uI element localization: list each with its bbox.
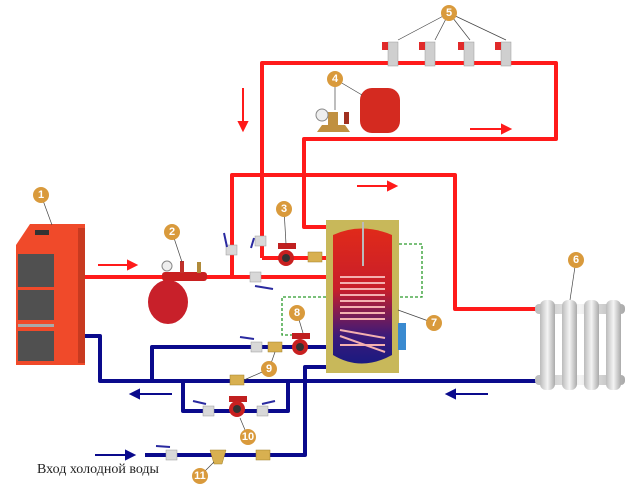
- label-1: 1: [33, 187, 49, 203]
- svg-text:2: 2: [169, 226, 175, 238]
- pump-8: [292, 333, 310, 355]
- label-2: 2: [164, 224, 180, 240]
- svg-text:3: 3: [281, 203, 287, 215]
- cold-water-pipe: [145, 365, 330, 457]
- flow-arrows: [95, 88, 513, 461]
- svg-text:9: 9: [266, 363, 272, 375]
- svg-text:1: 1: [38, 189, 44, 201]
- label-9: 9: [261, 361, 277, 377]
- pump-10: [229, 396, 247, 417]
- svg-text:7: 7: [431, 317, 437, 329]
- label-7: 7: [426, 315, 442, 331]
- leader-lines: [40, 12, 577, 477]
- radiator: [535, 300, 625, 390]
- circulation-pumps: [229, 243, 310, 417]
- label-4: 4: [327, 71, 343, 87]
- label-5: 5: [441, 5, 457, 21]
- hot-water-tank: [326, 220, 406, 373]
- label-3: 3: [276, 201, 292, 217]
- svg-text:4: 4: [332, 73, 339, 85]
- cold-water-inlet-caption: Вход холодной воды: [37, 462, 159, 477]
- boiler-return-pipe: [85, 334, 540, 383]
- radiator-supply-pipe: [230, 173, 540, 311]
- valve-handles: [155, 232, 276, 448]
- upper-loop-pipe: [260, 61, 558, 258]
- svg-text:10: 10: [242, 431, 254, 443]
- number-labels: 1 2 3 4 5 6 7 8 9 10 11: [33, 5, 584, 484]
- svg-text:11: 11: [194, 470, 206, 482]
- svg-text:5: 5: [446, 7, 452, 19]
- ball-valves: [165, 235, 269, 461]
- svg-text:8: 8: [294, 307, 300, 319]
- shutoff-valves: [382, 41, 512, 67]
- svg-text:6: 6: [573, 254, 579, 266]
- brass-fittings: [209, 251, 323, 465]
- cold-pipes: [85, 334, 540, 457]
- boiler: [16, 224, 85, 365]
- label-10: 10: [240, 429, 256, 445]
- label-6: 6: [568, 252, 584, 268]
- label-11: 11: [192, 468, 208, 484]
- expansion-tank-heating: [315, 88, 400, 133]
- hot-pipes: [85, 61, 558, 311]
- pump-3: [278, 243, 296, 266]
- label-8: 8: [289, 305, 305, 321]
- expansion-tank-boiler: [148, 260, 207, 324]
- sensor-lines: [281, 243, 423, 336]
